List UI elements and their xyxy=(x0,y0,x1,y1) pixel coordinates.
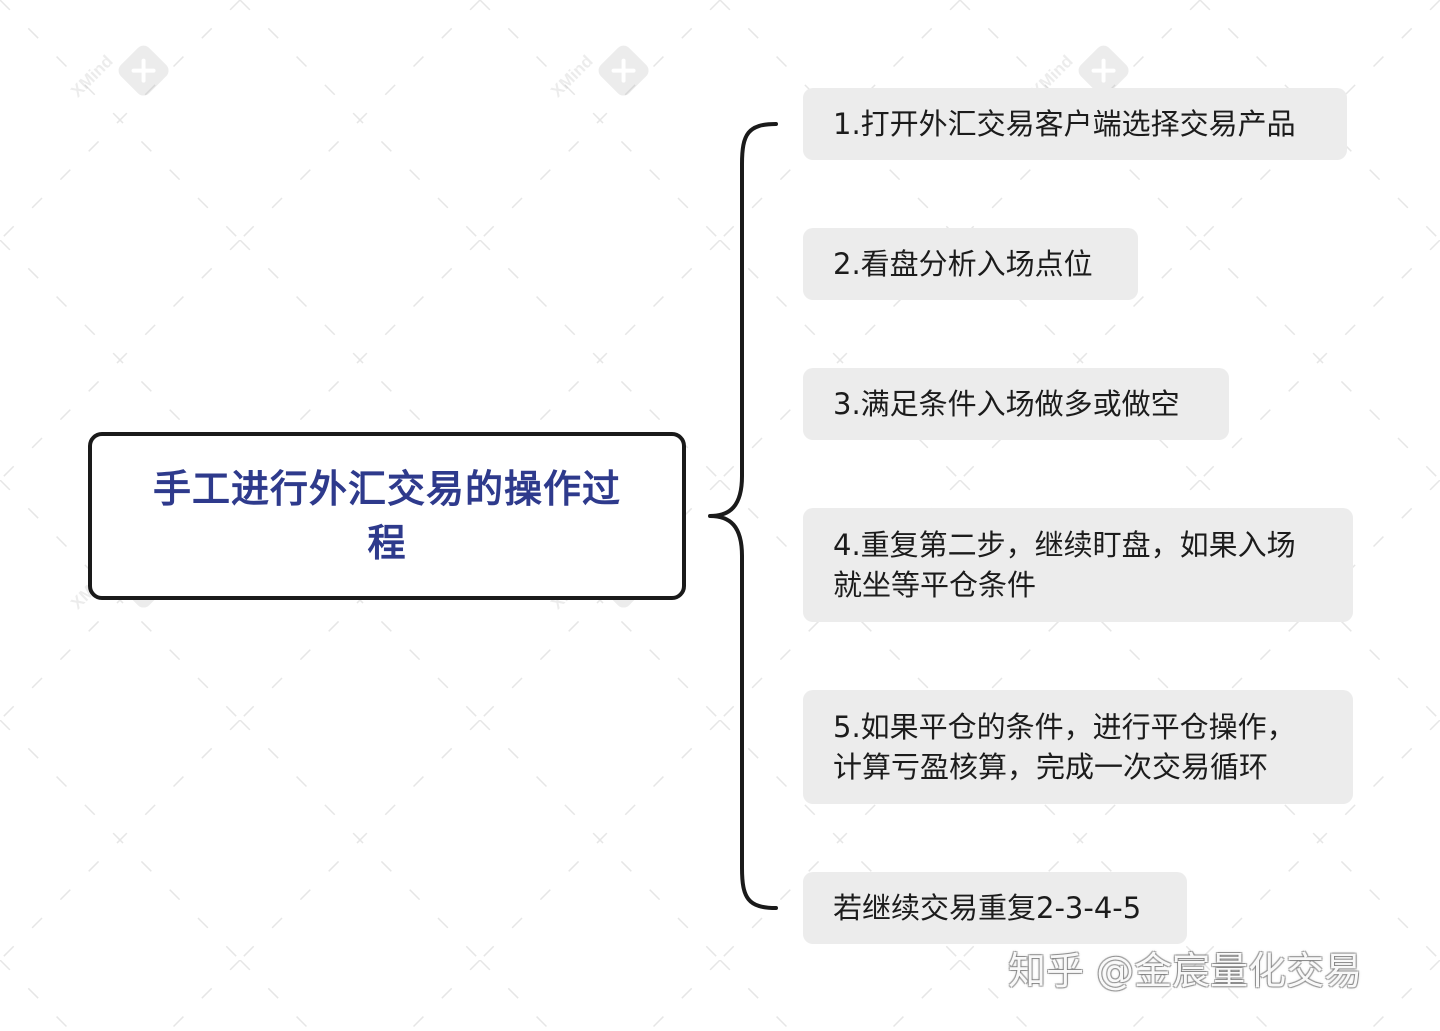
subtopic-step-5[interactable]: 5.如果平仓的条件，进行平仓操作，计算亏盈核算，完成一次交易循环 xyxy=(803,690,1353,804)
subtopic-label: 2.看盘分析入场点位 xyxy=(833,247,1093,281)
subtopic-step-2[interactable]: 2.看盘分析入场点位 xyxy=(803,228,1138,300)
subtopic-step-3[interactable]: 3.满足条件入场做多或做空 xyxy=(803,368,1229,440)
subtopic-repeat[interactable]: 若继续交易重复2-3-4-5 xyxy=(803,872,1187,944)
subtopic-label: 4.重复第二步，继续盯盘，如果入场就坐等平仓条件 xyxy=(833,528,1296,602)
subtopic-label: 1.打开外汇交易客户端选择交易产品 xyxy=(833,107,1296,141)
central-topic-title: 手工进行外汇交易的操作过程 xyxy=(152,467,621,565)
source-credit: 知乎 @金宸量化交易 xyxy=(1008,949,1363,993)
subtopic-label: 若继续交易重复2-3-4-5 xyxy=(833,891,1142,925)
watermark-logo: XMind xyxy=(67,27,174,118)
central-topic[interactable]: 手工进行外汇交易的操作过程 xyxy=(88,432,686,600)
watermark-logo: XMind xyxy=(547,27,654,118)
subtopic-label: 3.满足条件入场做多或做空 xyxy=(833,387,1180,421)
subtopic-step-1[interactable]: 1.打开外汇交易客户端选择交易产品 xyxy=(803,88,1347,160)
subtopic-step-4[interactable]: 4.重复第二步，继续盯盘，如果入场就坐等平仓条件 xyxy=(803,508,1353,622)
subtopic-label: 5.如果平仓的条件，进行平仓操作，计算亏盈核算，完成一次交易循环 xyxy=(833,710,1296,784)
